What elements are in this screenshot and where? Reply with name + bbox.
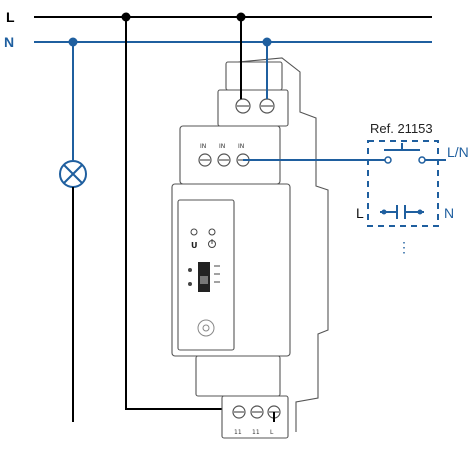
- input-terminals: IN IN IN: [198, 143, 250, 167]
- input-terminal-label: IN: [219, 143, 225, 150]
- adjust-dial-icon: [197, 319, 215, 337]
- input-terminal-label: IN: [200, 143, 206, 150]
- bottom-terminal-label: L: [270, 429, 274, 436]
- mode-selector-switch: [198, 262, 210, 292]
- led-indicator: [188, 268, 192, 272]
- pushbutton-left-label: L: [356, 205, 364, 221]
- front-panel: U: [188, 228, 220, 337]
- pushbutton-switch-icon: [367, 140, 446, 227]
- power-icon: [208, 239, 216, 248]
- top-terminal-screws: [235, 98, 275, 114]
- pushbutton-ref-label: Ref. 21153: [370, 121, 433, 136]
- bottom-terminal-label: 11: [252, 429, 260, 436]
- bottom-terminal-label: 11: [234, 429, 242, 436]
- pushbutton-right-label: N: [444, 205, 454, 221]
- neutral-bus-label: N: [4, 34, 14, 50]
- pushbutton-ln-label: L/N: [447, 144, 469, 160]
- line-bus-label: L: [6, 9, 15, 25]
- line-to-bottom-terminal-wire: [125, 17, 238, 410]
- led-indicator: [188, 282, 192, 286]
- input-terminal-label: IN: [238, 143, 244, 150]
- more-pushbuttons-indicator: ⋮: [397, 239, 411, 255]
- lamp-icon: [59, 160, 87, 188]
- panel-label-u: U: [191, 241, 198, 250]
